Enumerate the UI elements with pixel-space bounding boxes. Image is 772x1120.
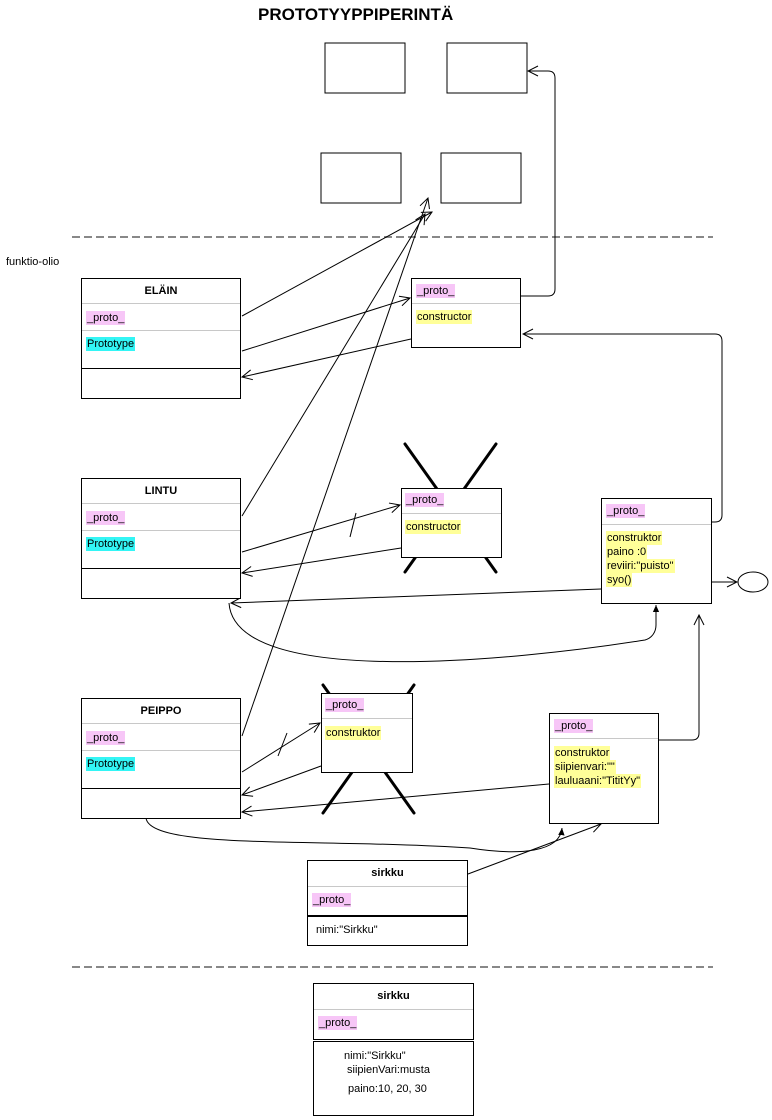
prototype-label: Prototype xyxy=(86,757,136,771)
member-label: siipienvari:"" xyxy=(554,760,616,774)
proto-object-peippo[interactable]: _proto_ construktor xyxy=(321,693,413,773)
divider xyxy=(82,723,240,724)
member-label: reviiri:"puisto" xyxy=(606,559,675,573)
prototype-label: Prototype xyxy=(86,537,136,551)
divider xyxy=(314,1009,473,1010)
divider xyxy=(308,915,467,917)
class-box-peippo[interactable]: PEIPPO _proto_ Prototype xyxy=(81,698,241,819)
edge-peippo-right-back xyxy=(242,783,550,812)
proto-label: _proto_ xyxy=(416,284,456,298)
proto-label: _proto_ xyxy=(405,493,445,507)
proto-object-lintu-right[interactable]: _proto_ construktor paino :0 reviiri:"pu… xyxy=(601,498,712,604)
edge-sirkku-proto xyxy=(467,824,601,875)
edge-elain-proto-back xyxy=(242,338,412,377)
empty-box-4 xyxy=(440,152,522,204)
member-list: construktor paino :0 reviiri:"puisto" sy… xyxy=(606,531,675,587)
field-label: paino:10, 20, 30 xyxy=(348,1083,427,1095)
edge-elain-proto-up xyxy=(521,71,556,297)
proto-label: _proto_ xyxy=(554,719,594,733)
edge-peippo-right-up xyxy=(659,615,699,741)
instance-box-sirkku-bottom[interactable]: sirkku _proto_ xyxy=(313,983,474,1040)
edge-lintu-curve xyxy=(228,602,660,663)
member-label: construktor xyxy=(554,746,611,760)
member-label: lauluaani:"TititYy" xyxy=(554,774,642,788)
member-label: construktor xyxy=(325,726,382,740)
divider xyxy=(82,750,240,751)
field-label: nimi:"Sirkku" xyxy=(344,1050,406,1062)
divider xyxy=(82,368,240,369)
edge-elain-prototype xyxy=(241,298,410,352)
proto-label: _proto_ xyxy=(86,731,126,745)
edge-peippo-tick xyxy=(277,732,288,757)
instance-fields-box[interactable]: nimi:"Sirkku" siipienVari:musta paino:10… xyxy=(313,1041,474,1116)
field-label: nimi:"Sirkku" xyxy=(316,924,378,936)
class-title: ELÄIN xyxy=(144,285,178,297)
prototype-label: Prototype xyxy=(86,337,136,351)
proto-label: _proto_ xyxy=(606,504,646,518)
edge-peippo-curve xyxy=(145,817,565,853)
member-label: paino :0 xyxy=(606,545,648,559)
field-label: siipienVari:musta xyxy=(347,1064,430,1076)
member-label: constructor xyxy=(405,520,462,534)
edge-lintu-proto-back xyxy=(242,547,402,573)
divider xyxy=(82,503,240,504)
empty-box-1 xyxy=(324,42,406,94)
divider xyxy=(602,524,711,525)
end-ellipse xyxy=(737,571,769,593)
proto-label: _proto_ xyxy=(318,1016,358,1030)
edge-peippo-up xyxy=(241,198,428,737)
divider xyxy=(308,886,467,887)
divider xyxy=(82,530,240,531)
section-label: funktio-olio xyxy=(6,256,60,268)
divider xyxy=(402,513,501,514)
member-label: constructor xyxy=(416,310,473,324)
edge-lintu-right-up xyxy=(523,334,723,523)
divider xyxy=(322,718,412,719)
class-box-elain[interactable]: ELÄIN _proto_ Prototype xyxy=(81,278,241,399)
divider xyxy=(82,303,240,304)
divider xyxy=(82,568,240,569)
class-title: LINTU xyxy=(144,485,178,497)
proto-object-elain[interactable]: _proto_ constructor xyxy=(411,278,521,348)
member-label: syo() xyxy=(606,573,633,587)
divider xyxy=(412,303,520,304)
proto-label: _proto_ xyxy=(86,511,126,525)
empty-box-2 xyxy=(446,42,528,94)
member-list: construktor siipienvari:"" lauluaani:"Ti… xyxy=(554,746,642,788)
edge-peippo-proto-back xyxy=(242,765,322,795)
instance-title: sirkku xyxy=(377,990,410,1002)
edge-lintu-prototype xyxy=(241,505,400,553)
edge-lintu-tick xyxy=(349,512,357,538)
instance-title: sirkku xyxy=(371,867,404,879)
proto-object-lintu[interactable]: _proto_ constructor xyxy=(401,488,502,558)
proto-label: _proto_ xyxy=(86,311,126,325)
proto-object-peippo-right[interactable]: _proto_ construktor siipienvari:"" laulu… xyxy=(549,713,659,824)
class-box-lintu[interactable]: LINTU _proto_ Prototype xyxy=(81,478,241,599)
member-label: construktor xyxy=(606,531,663,545)
proto-label: _proto_ xyxy=(312,893,352,907)
divider xyxy=(82,788,240,789)
divider xyxy=(550,738,658,739)
edge-lintu-up xyxy=(241,214,425,517)
proto-label: _proto_ xyxy=(325,698,365,712)
class-title: PEIPPO xyxy=(140,705,182,717)
empty-box-3 xyxy=(320,152,402,204)
instance-box-sirkku[interactable]: sirkku _proto_ nimi:"Sirkku" xyxy=(307,860,468,946)
edge-elain-up xyxy=(241,212,432,317)
edge-lintu-right-back xyxy=(231,588,602,603)
divider xyxy=(82,330,240,331)
page-title: PROTOTYYPPIPERINTÄ xyxy=(258,5,454,24)
